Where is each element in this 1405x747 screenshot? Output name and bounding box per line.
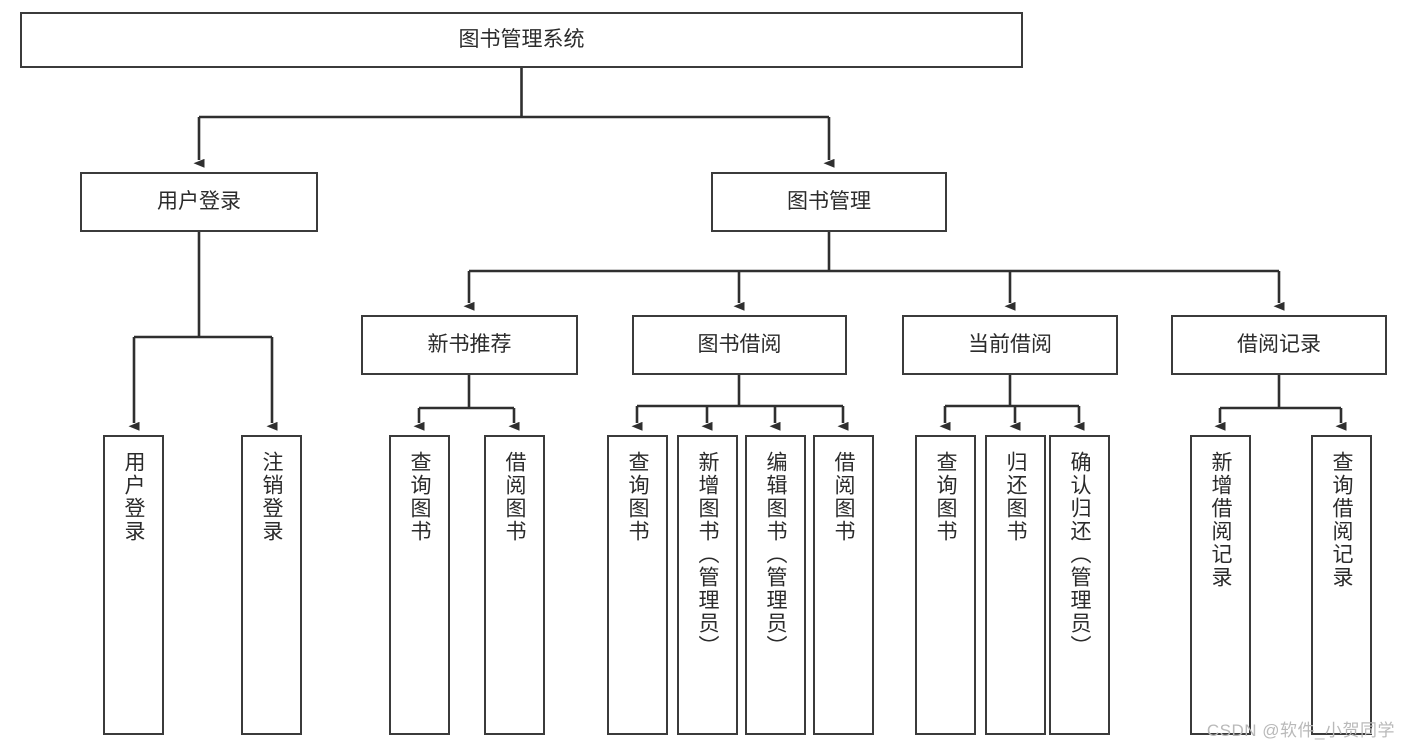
leaf-add-borrow-record[interactable]: 新增借阅记录 xyxy=(1190,435,1251,735)
node-borrow-record[interactable]: 借阅记录 xyxy=(1171,315,1387,375)
node-label: 用户登录 xyxy=(157,189,241,213)
watermark-text: CSDN @软件_小贺同学 xyxy=(1206,721,1395,740)
node-label: 借阅图书 xyxy=(503,451,526,543)
node-label: 查询图书 xyxy=(934,451,957,543)
node-label: 图书管理系统 xyxy=(458,27,585,51)
leaf-query-book-borrow[interactable]: 查询图书 xyxy=(607,435,668,735)
leaf-borrow-book-recommend[interactable]: 借阅图书 xyxy=(484,435,545,735)
node-label: 借阅图书 xyxy=(832,451,855,543)
leaf-borrow-book[interactable]: 借阅图书 xyxy=(813,435,874,735)
node-book-borrow[interactable]: 图书借阅 xyxy=(632,315,847,375)
leaf-user-logout[interactable]: 注销登录 xyxy=(241,435,302,735)
leaf-return-book[interactable]: 归还图书 xyxy=(985,435,1046,735)
node-user-login[interactable]: 用户登录 xyxy=(80,172,318,232)
node-current-borrow[interactable]: 当前借阅 xyxy=(902,315,1118,375)
node-label: 新增图书（管理员） xyxy=(696,451,719,658)
node-label: 图书管理 xyxy=(787,189,871,213)
node-label: 借阅记录 xyxy=(1237,332,1321,356)
node-label: 图书借阅 xyxy=(697,332,782,356)
leaf-query-book-recommend[interactable]: 查询图书 xyxy=(389,435,450,735)
node-label: 注销登录 xyxy=(260,451,283,543)
node-label: 新增借阅记录 xyxy=(1209,451,1232,589)
leaf-query-borrow-record[interactable]: 查询借阅记录 xyxy=(1311,435,1372,735)
node-label: 查询图书 xyxy=(626,451,649,543)
leaf-confirm-return-admin[interactable]: 确认归还（管理员） xyxy=(1049,435,1110,735)
node-root-system[interactable]: 图书管理系统 xyxy=(20,12,1023,68)
leaf-add-book-admin[interactable]: 新增图书（管理员） xyxy=(677,435,738,735)
leaf-query-book-current[interactable]: 查询图书 xyxy=(915,435,976,735)
node-new-book-recommend[interactable]: 新书推荐 xyxy=(361,315,578,375)
node-label: 编辑图书（管理员） xyxy=(764,451,787,658)
leaf-user-login[interactable]: 用户登录 xyxy=(103,435,164,735)
node-label: 确认归还（管理员） xyxy=(1068,451,1091,658)
leaf-edit-book-admin[interactable]: 编辑图书（管理员） xyxy=(745,435,806,735)
node-label: 当前借阅 xyxy=(968,332,1052,356)
node-book-management[interactable]: 图书管理 xyxy=(711,172,947,232)
node-label: 新书推荐 xyxy=(427,332,512,356)
node-label: 用户登录 xyxy=(122,451,145,543)
node-label: 查询借阅记录 xyxy=(1330,451,1353,589)
node-label: 归还图书 xyxy=(1004,451,1027,543)
node-label: 查询图书 xyxy=(408,451,431,543)
